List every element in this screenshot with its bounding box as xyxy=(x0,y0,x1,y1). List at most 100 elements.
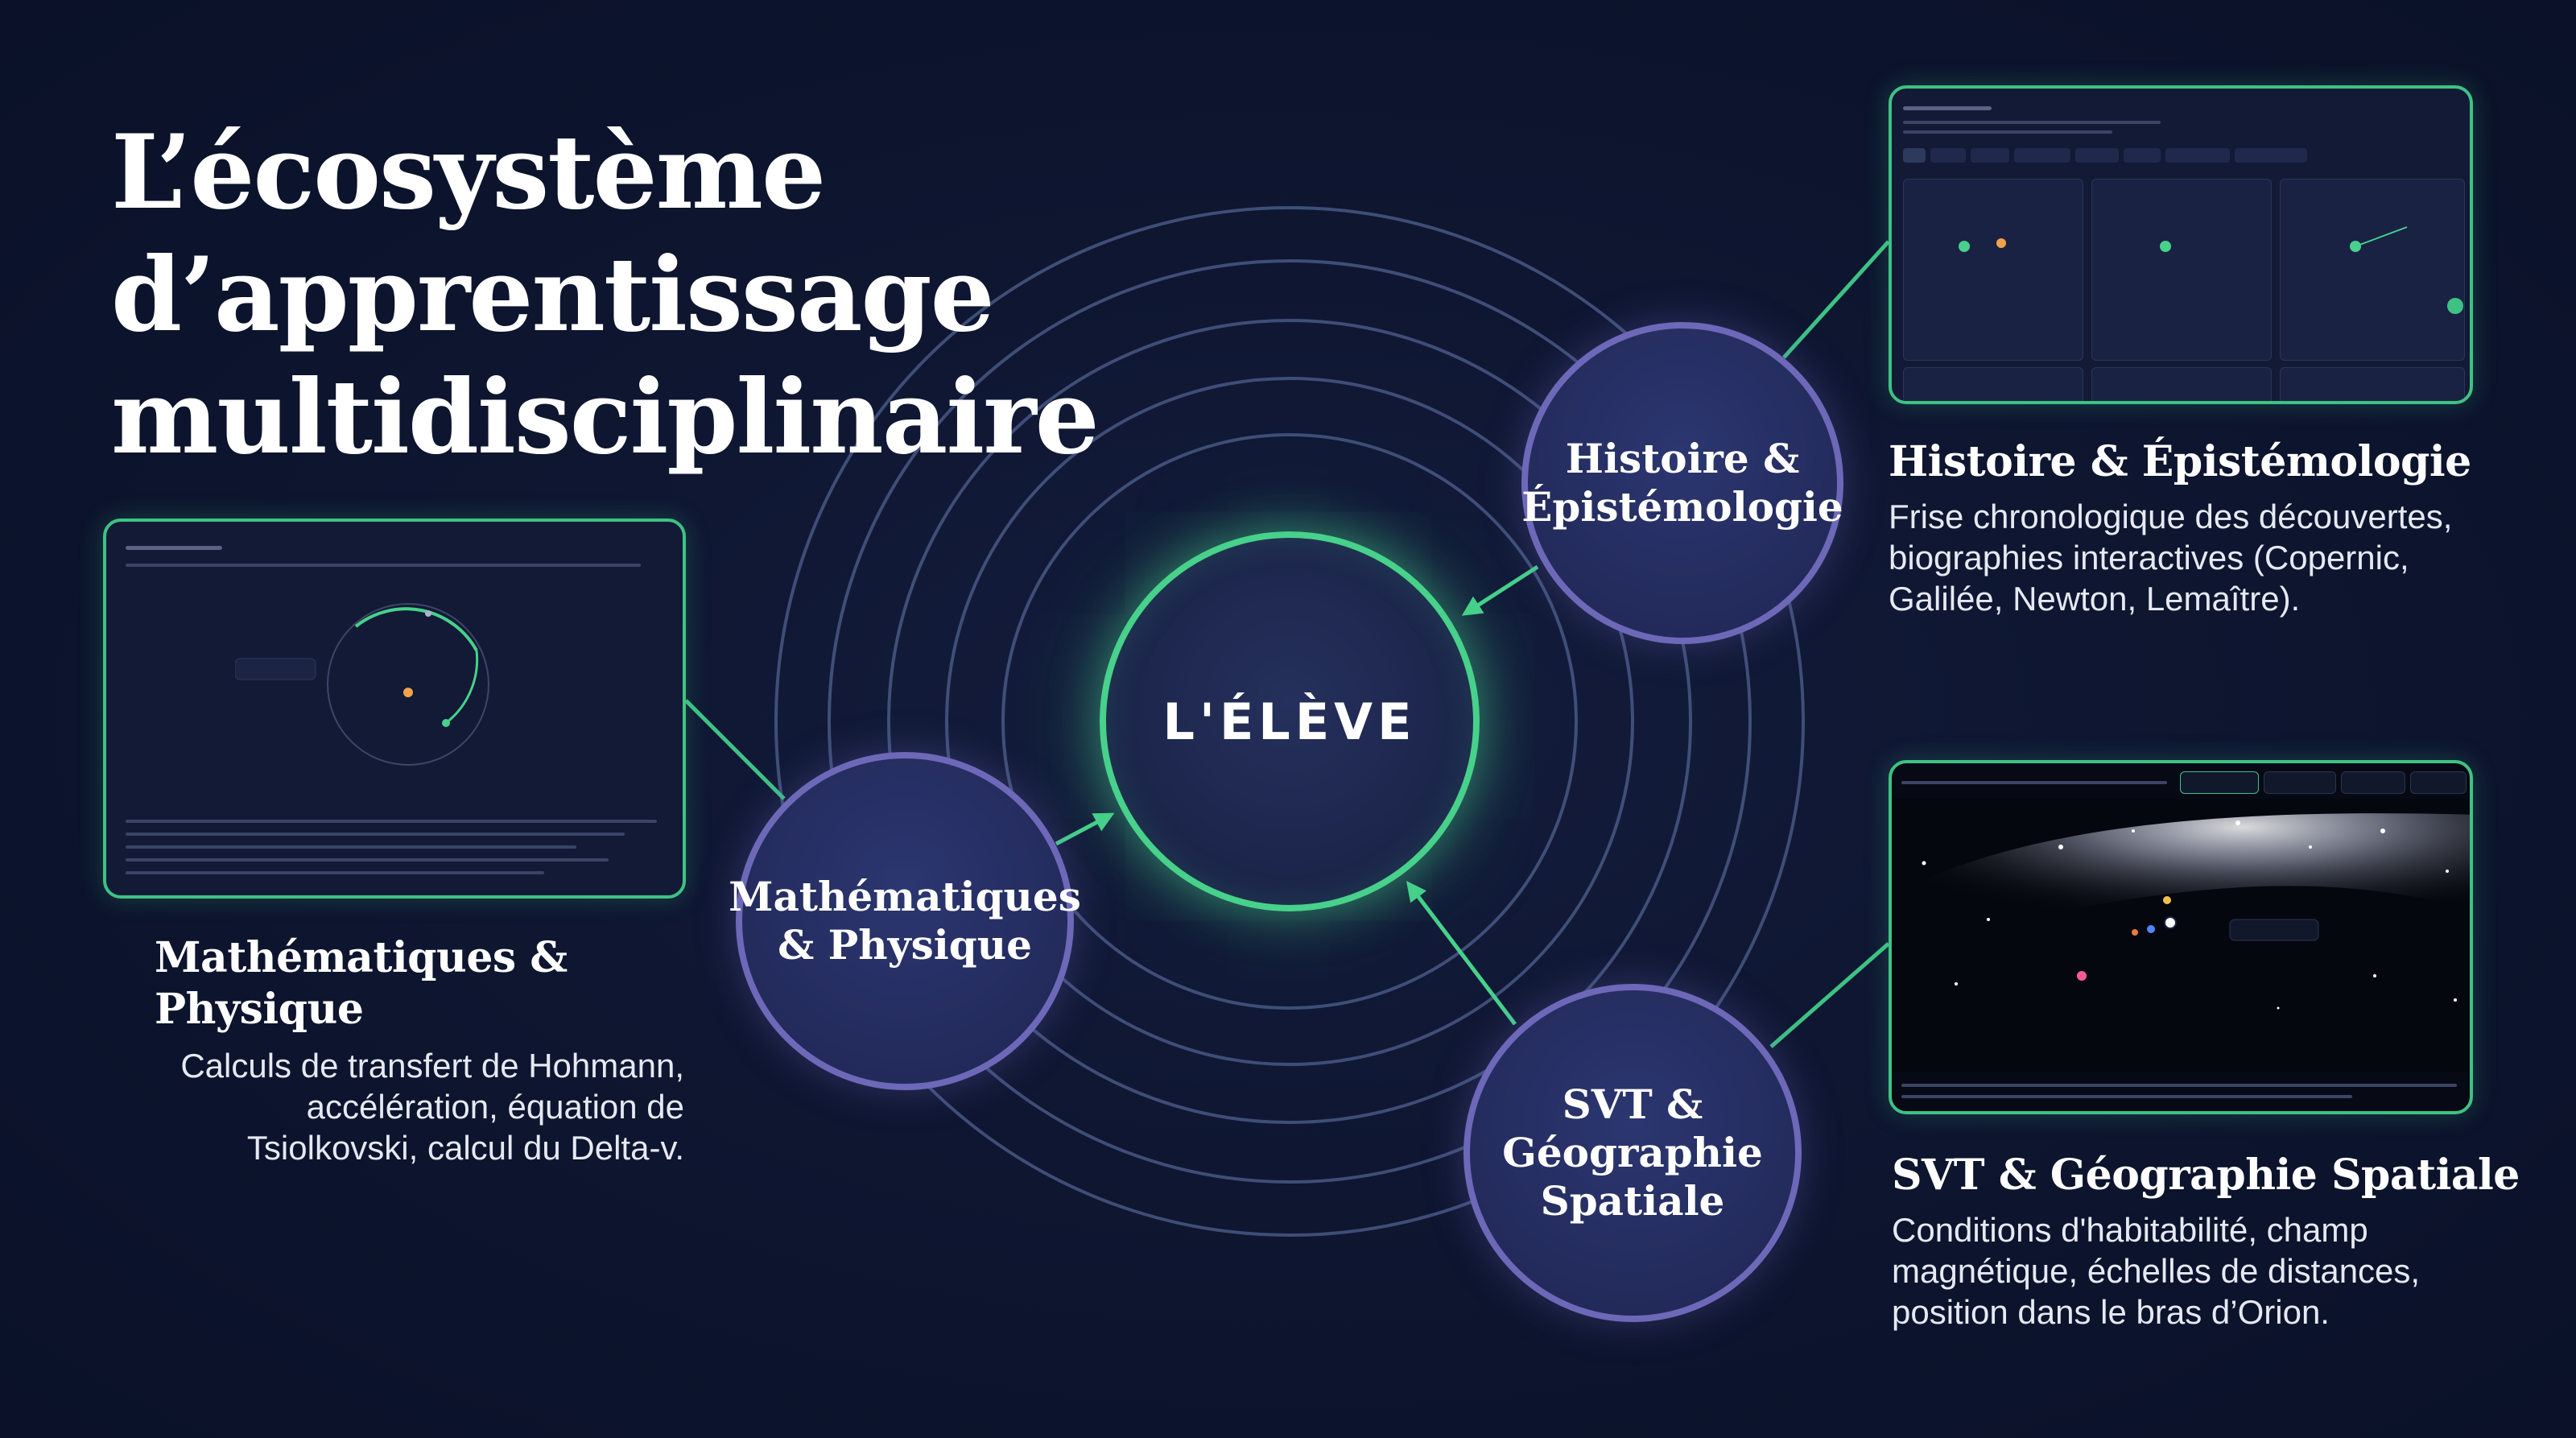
sun-icon xyxy=(403,688,413,697)
transfer-arc xyxy=(354,607,478,651)
star-icon xyxy=(2058,845,2063,849)
panel-maths-text-line xyxy=(126,820,657,823)
tab xyxy=(1903,148,1926,163)
star-icon xyxy=(2132,829,2135,833)
panel-svt-text-line xyxy=(1901,1095,2352,1098)
page-title-line-1: L’écosystème d’apprentissage xyxy=(111,113,995,354)
toolbar-button xyxy=(2341,771,2405,794)
panel-svt-screenshot xyxy=(1889,760,2473,1114)
caption-histoire-line-3: Galilée, Newton, Lemaître). xyxy=(1889,580,2301,618)
caption-maths-line-1: Calculs de transfert de Hohmann, xyxy=(180,1047,684,1085)
toolbar-button xyxy=(2264,771,2336,794)
caption-maths: Mathématiques & Physique Calculs de tran… xyxy=(121,932,684,1168)
panel-maths-text-line xyxy=(126,564,641,567)
tab xyxy=(2075,148,2119,163)
stars xyxy=(1922,820,2457,1010)
star-icon xyxy=(1987,918,1990,921)
planet-marker-icon xyxy=(2132,929,2138,936)
orbit-ring-4 xyxy=(828,259,1752,1184)
node-histoire-line-2: Épistémologie xyxy=(1521,483,1843,531)
figure-icon xyxy=(1996,238,2006,248)
caption-histoire-heading: Histoire & Épistémologie xyxy=(1889,437,2471,486)
galaxy-illustration xyxy=(1892,799,2470,1072)
panel-maths-text-line xyxy=(126,871,544,874)
orbit-illustration xyxy=(235,603,489,766)
caption-maths-body: Calculs de transfert de Hohmann, accélér… xyxy=(121,1045,684,1168)
arrow-icon xyxy=(1406,881,1517,1026)
orbit-ring-2 xyxy=(945,377,1634,1066)
sun-marker-icon xyxy=(2164,916,2177,929)
caption-svt-line-3: position dans le bras d’Orion. xyxy=(1892,1293,2330,1331)
caption-svt: SVT & Géographie Spatiale Conditions d'h… xyxy=(1892,1150,2552,1333)
figure-icon xyxy=(1959,241,1970,252)
caption-histoire-line-2: biographies interactives (Copernic, xyxy=(1889,539,2409,576)
panel-maths-screenshot xyxy=(103,519,686,899)
panel-maths-text-line xyxy=(126,845,576,849)
node-maths-line-2: & Physique xyxy=(778,921,1032,969)
star-icon xyxy=(1922,861,1926,866)
caption-maths-line-3: Tsiolkovski, calcul du Delta-v. xyxy=(246,1129,684,1167)
node-histoire: Histoire & Épistémologie xyxy=(1521,322,1843,644)
panel-histoire-text-line xyxy=(1903,106,1992,110)
panel-svt-text-line xyxy=(1901,781,2167,784)
tab xyxy=(1930,148,1966,163)
panel-histoire-text-line xyxy=(1903,130,2112,134)
tab xyxy=(2165,148,2230,163)
tab xyxy=(2124,148,2161,163)
star-icon xyxy=(1955,982,1958,986)
star-icon xyxy=(2373,974,2376,977)
panel-histoire-text-line xyxy=(1903,121,2161,124)
caption-svt-line-1: Conditions d'habitabilité, champ xyxy=(1892,1211,2368,1249)
caption-svt-heading: SVT & Géographie Spatiale xyxy=(1892,1151,2520,1200)
panel-maths-text-line xyxy=(126,833,625,836)
star-icon xyxy=(2454,998,2457,1002)
next-arrow-icon[interactable] xyxy=(2447,298,2463,314)
star-icon xyxy=(2235,820,2240,825)
orbit-ring-5 xyxy=(774,206,1805,1237)
caption-histoire-line-1: Frise chronologique des découvertes, xyxy=(1889,498,2453,535)
panel-connectors xyxy=(684,240,1890,1048)
center-node-label: L'ÉLÈVE xyxy=(1162,692,1417,751)
planet-icon xyxy=(425,610,431,617)
node-svt: SVT & Géographie Spatiale xyxy=(1463,984,1802,1322)
arrow-icon xyxy=(1055,812,1115,846)
caption-histoire-body: Frise chronologique des découvertes, bio… xyxy=(1889,496,2549,619)
node-maths-line-1: Mathématiques xyxy=(729,873,1081,920)
panel-histoire-screenshot xyxy=(1889,85,2473,404)
arrow-icon xyxy=(1461,564,1539,616)
toolbar-icons xyxy=(235,658,316,680)
planet-marker-icon xyxy=(2147,925,2155,933)
panel-maths-text-line xyxy=(126,546,222,550)
star-icon xyxy=(2446,870,2449,873)
planet-icon xyxy=(442,719,450,727)
page-title: L’écosystème d’apprentissage multidiscip… xyxy=(111,111,1560,478)
figure-line xyxy=(2355,226,2408,247)
caption-histoire: Histoire & Épistémologie Frise chronolog… xyxy=(1889,436,2549,619)
card xyxy=(2280,179,2465,361)
toolbar-button xyxy=(2410,771,2467,794)
panel-svt-text-line xyxy=(1901,1084,2457,1087)
orbit-path xyxy=(327,603,489,766)
caption-svt-line-2: magnétique, échelles de distances, xyxy=(1892,1252,2421,1290)
page-title-line-2: multidisciplinaire xyxy=(111,357,1100,477)
transfer-arc xyxy=(445,650,479,725)
node-svt-line-1: SVT & xyxy=(1562,1081,1703,1128)
tab xyxy=(2235,148,2307,163)
card xyxy=(1903,179,2083,361)
card xyxy=(1903,367,2083,401)
node-svt-line-3: Spatiale xyxy=(1540,1177,1725,1225)
orbit-ring-3 xyxy=(887,319,1692,1124)
caption-svt-body: Conditions d'habitabilité, champ magnéti… xyxy=(1892,1209,2552,1333)
card xyxy=(2091,367,2272,401)
tab xyxy=(1971,148,2009,163)
panel-maths-text-line xyxy=(126,858,609,862)
star-icon xyxy=(2309,845,2312,849)
center-node: L'ÉLÈVE xyxy=(1100,531,1480,911)
figure-icon xyxy=(2160,241,2171,252)
star-icon xyxy=(2380,829,2385,833)
star-icon xyxy=(2277,1006,2280,1010)
connector-histoire xyxy=(1782,240,1890,359)
node-svt-line-2: Géographie xyxy=(1502,1129,1763,1176)
tab xyxy=(2014,148,2070,163)
